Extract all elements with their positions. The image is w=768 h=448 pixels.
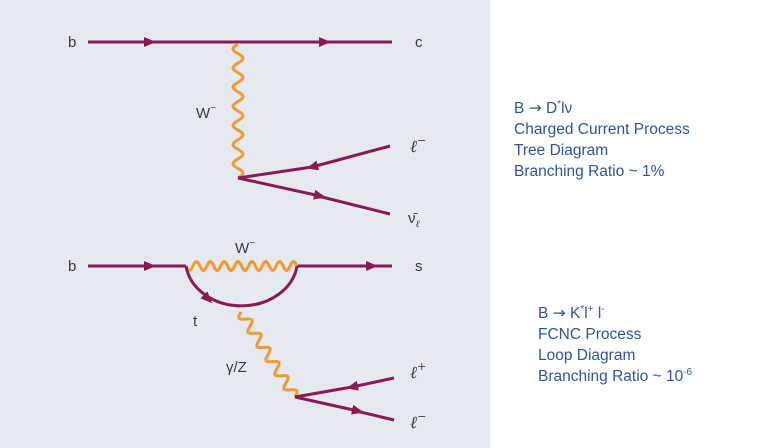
neutrino-line-end: [313, 193, 391, 216]
neutrino-line: [237, 176, 326, 200]
lepton-plus-line: [346, 376, 395, 391]
top-quark-loop: [184, 265, 299, 308]
diagram-type-2: Loop Diagram: [538, 347, 636, 364]
w-boson-label: W−: [196, 103, 216, 122]
process-type-2: FCNC Process: [538, 326, 642, 343]
c-quark-label: c: [415, 34, 423, 51]
decay-formula-1: B → D*lν: [514, 98, 573, 117]
lepton-label: ℓ−: [410, 134, 426, 157]
lepton-plus-label: ℓ+: [410, 360, 426, 383]
feynman-diagrams: b c W− ℓ− ν̄ℓ b s W− t γ/Z ℓ+ ℓ−: [68, 34, 426, 433]
diagram-panel: b c W− ℓ− ν̄ℓ b s W− t γ/Z ℓ+ ℓ−: [0, 0, 490, 448]
tree-caption: B → D*lν Charged Current Process Tree Di…: [514, 98, 690, 182]
diagram-type-1: Tree Diagram: [514, 142, 609, 159]
s-quark-label: s: [415, 258, 423, 275]
b-quark-label: b: [68, 34, 76, 51]
lepton-minus-line: [294, 395, 364, 415]
loop-caption: B → K*l+ l- FCNC Process Loop Diagram Br…: [538, 303, 692, 387]
b-quark-label-2: b: [68, 258, 76, 275]
loop-diagram: b s W− t γ/Z ℓ+ ℓ−: [68, 238, 426, 433]
w-boson-loop: [184, 259, 299, 273]
gamma-z-label: γ/Z: [226, 359, 247, 376]
process-type-1: Charged Current Process: [514, 121, 690, 138]
lepton-plus-line-end: [294, 385, 353, 399]
top-quark-arrow: [200, 291, 213, 304]
branching-ratio-2: Branching Ratio ~ 10-6: [538, 366, 693, 385]
branching-ratio-1: Branching Ratio ~ 1%: [514, 163, 665, 180]
gamma-z-boson-propagator: [237, 311, 299, 398]
w-boson-loop-label: W−: [235, 238, 255, 257]
tree-diagram: b c W− ℓ− ν̄ℓ: [68, 34, 426, 230]
w-boson-propagator: [231, 42, 245, 180]
lepton-minus-line-end: [351, 408, 395, 422]
antineutrino-label: ν̄ℓ: [408, 210, 420, 230]
lepton-line-end: [237, 165, 313, 180]
decay-formula-2: B → K*l+ l-: [538, 303, 605, 322]
lepton-line: [306, 144, 391, 171]
top-quark-label: t: [193, 313, 198, 330]
lepton-minus-label: ℓ−: [410, 410, 426, 433]
